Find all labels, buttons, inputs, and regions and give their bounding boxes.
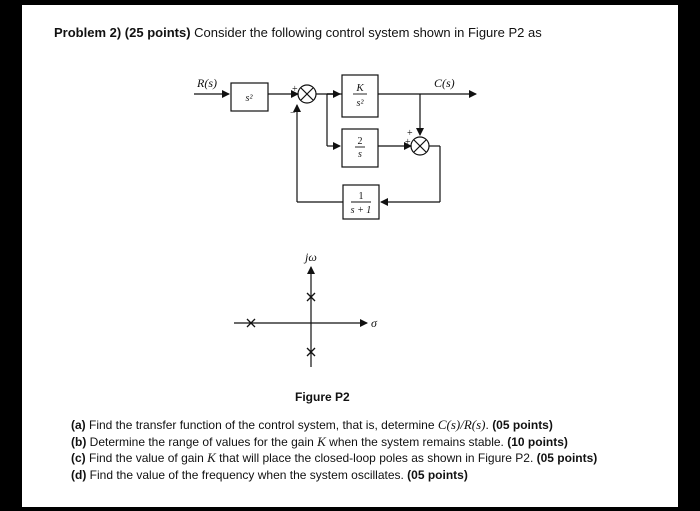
sum2-plus-top-sign: + [407,128,413,139]
pole-marker-upper [306,292,316,302]
block-forward-numerator: K [355,82,364,94]
pole-marker-real [246,318,256,328]
block-input [230,82,269,112]
question-b-text: Determine the range of values for the ga… [86,434,318,449]
question-c-label: (c) [71,451,86,465]
question-c-points: (05 points) [536,451,598,465]
block-parallel-denominator: s [358,149,362,160]
question-list: (a) Find the transfer function of the co… [71,417,597,483]
question-b-math: K [317,433,326,449]
block-parallel [341,128,379,168]
sum2-plus-left-sign: + [405,137,411,148]
problem-heading: Problem 2) (25 points) Consider the foll… [54,25,542,40]
sum1-plus-sign: + [292,84,298,95]
question-b-label: (b) [71,434,87,449]
sum1-minus-sign: − [290,108,296,119]
block-forward-denominator: s² [357,98,365,109]
question-a: (a) Find the transfer function of the co… [71,417,597,434]
summing-junction-2 [410,136,430,156]
output-label: C(s) [434,76,455,90]
figure-p2: R(s) C(s) s² K s² 2 s 1 s + 1 + − + + [194,74,477,367]
question-a-text-after: . [485,418,493,432]
question-b-text-after: when the system remains stable. [325,434,508,449]
question-c-math: K [207,450,216,465]
question-b-points: (10 points) [507,434,568,449]
question-b: (b) Determine the range of values for th… [71,434,597,451]
question-d-text: Find the value of the frequency when the… [86,467,408,482]
block-forward [341,74,379,118]
question-a-points: (05 points) [492,418,553,432]
document-page: Problem 2) (25 points) Consider the foll… [22,5,678,507]
summing-junction-1 [297,84,317,104]
question-a-text: Find the transfer function of the contro… [85,418,438,432]
pole-plot: jω σ [234,250,378,367]
block-diagram [194,74,477,220]
imaginary-axis-label: jω [303,250,317,264]
question-c-text: Find the value of gain [85,451,208,465]
question-a-label: (a) [71,418,86,432]
block-input-text: s² [246,93,254,104]
problem-prefix: Problem 2) (25 points) [54,25,191,40]
question-d-label: (d) [71,467,87,482]
real-axis-label: σ [371,316,378,330]
closed-loop-poles [246,292,316,357]
problem-statement: Consider the following control system sh… [190,25,542,40]
question-d-points: (05 points) [407,467,468,482]
question-c: (c) Find the value of gain K that will p… [71,450,597,467]
input-label: R(s) [196,76,217,90]
question-c-text-after: that will place the closed-loop poles as… [215,451,537,465]
pole-marker-lower [306,347,316,357]
question-d: (d) Find the value of the frequency when… [71,467,597,484]
figure-caption: Figure P2 [295,390,350,404]
question-a-math: C(s)/R(s) [437,417,486,432]
block-diagram-labels: R(s) C(s) s² K s² 2 s 1 s + 1 + − + + [196,76,455,216]
block-feedback-denominator: s + 1 [351,205,372,216]
block-feedback-numerator: 1 [359,191,364,202]
block-parallel-numerator: 2 [358,136,363,147]
